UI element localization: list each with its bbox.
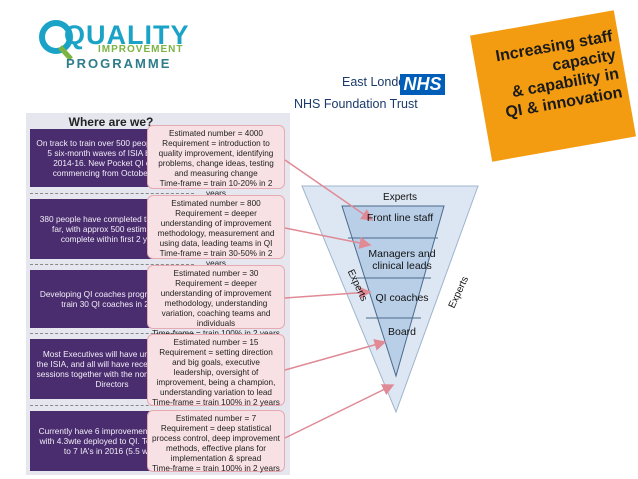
requirement-box: Estimated number = 7 Requirement = deep … bbox=[147, 410, 285, 473]
divider bbox=[30, 193, 194, 194]
nhs-badge: NHS bbox=[400, 74, 445, 95]
status-text: Developing QI coaches programme will tra… bbox=[39, 289, 185, 309]
requirement-timeframe: Time-frame = train 10-20% in 2 years bbox=[159, 179, 273, 198]
level-qi-coaches: QI coaches bbox=[375, 292, 429, 304]
requirement-number: Estimated number = 7 bbox=[175, 414, 257, 423]
qi-logo-ring-icon bbox=[39, 20, 73, 61]
status-text: Currently have 6 improvement advisors, w… bbox=[38, 426, 186, 456]
logo-programme-text: PROGRAMME bbox=[66, 56, 172, 71]
requirement-box: Estimated number = 800 Requirement = dee… bbox=[147, 195, 285, 268]
status-text: Most Executives will have undertaken the… bbox=[36, 349, 188, 389]
logo-quality-text: QUALITY bbox=[64, 20, 190, 50]
puzzle-callout: Increasing staff capacity & capability i… bbox=[469, 10, 637, 162]
divider bbox=[30, 264, 194, 265]
requirement-timeframe: Time-frame = train 100% in 2 years bbox=[152, 329, 280, 339]
requirement-number: Estimated number = 30 bbox=[173, 269, 259, 278]
triangle-top-label: Experts bbox=[383, 192, 417, 203]
requirement-text: Requirement = deeper understanding of im… bbox=[157, 209, 275, 248]
requirement-box: Estimated number = 4000 Requirement = in… bbox=[147, 125, 285, 198]
logo-improvement-text: IMPROVEMENT bbox=[98, 44, 184, 55]
requirement-timeframe: Time-frame = train 100% in 2 years bbox=[152, 464, 280, 473]
level-managers: Managers and clinical leads bbox=[368, 248, 436, 272]
requirement-number: Estimated number = 15 bbox=[173, 338, 259, 347]
divider bbox=[30, 405, 194, 406]
requirement-timeframe: Time-frame = train 30-50% in 2 years bbox=[159, 249, 273, 268]
status-text: 380 people have completed the ISIA so fa… bbox=[39, 214, 185, 244]
panel-title: Where are we? bbox=[68, 115, 154, 129]
level-front-line: Front line staff bbox=[366, 212, 434, 224]
requirement-text: Requirement = introduction to quality im… bbox=[158, 139, 274, 178]
requirement-box: Estimated number = 15 Requirement = sett… bbox=[147, 334, 285, 407]
nhs-east-london: East London bbox=[342, 75, 413, 89]
requirement-text: Requirement = deep statistical process c… bbox=[152, 424, 280, 463]
requirement-text: Requirement = setting direction and big … bbox=[156, 348, 276, 397]
requirement-number: Estimated number = 4000 bbox=[169, 129, 263, 138]
level-board: Board bbox=[387, 326, 417, 338]
divider bbox=[30, 333, 194, 334]
status-text: On track to train over 500 people throug… bbox=[36, 138, 188, 178]
requirement-timeframe: Time-frame = train 100% in 2 years bbox=[152, 398, 280, 407]
requirement-text: Requirement = deeper understanding of im… bbox=[160, 279, 272, 328]
requirement-box: Estimated number = 30 Requirement = deep… bbox=[147, 265, 285, 338]
nhs-trust-name: NHS Foundation Trust bbox=[294, 97, 418, 111]
requirement-number: Estimated number = 800 bbox=[171, 199, 261, 208]
